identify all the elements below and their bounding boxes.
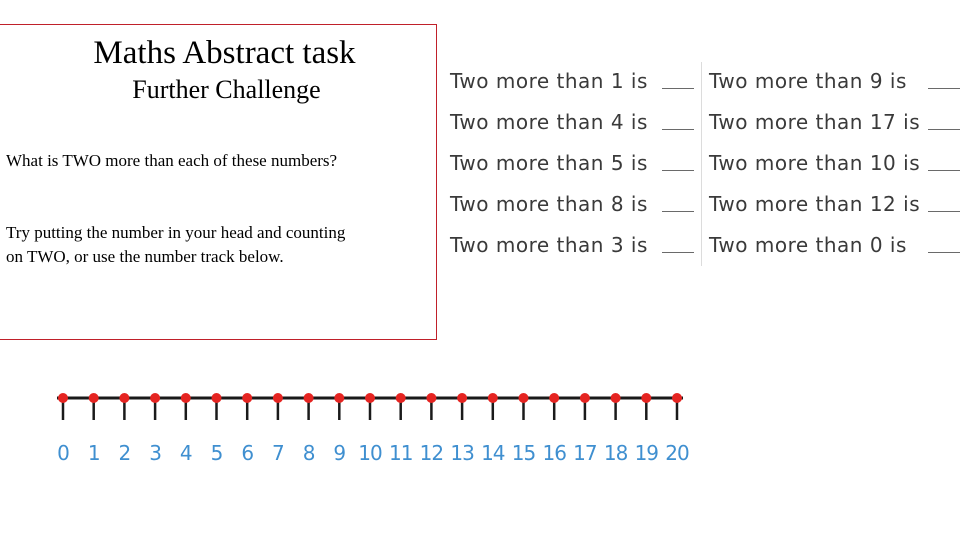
answer-blank[interactable]: [928, 211, 960, 212]
task-hint-text: Try putting the number in your head and …: [6, 223, 346, 266]
question-left: Two more than 3 is: [450, 226, 700, 266]
question-row: Two more than 8 is Two more than 12 is: [450, 185, 960, 225]
answer-blank[interactable]: [662, 129, 694, 130]
track-label: 10: [358, 441, 382, 465]
question-right: Two more than 0 is: [709, 226, 960, 266]
track-label: 14: [481, 441, 505, 465]
question-right: Two more than 12 is: [709, 185, 960, 225]
track-label: 8: [303, 441, 315, 465]
track-dot: [180, 393, 191, 403]
task-text-box: Maths Abstract task Further Challenge Wh…: [0, 24, 437, 340]
track-dot: [641, 393, 652, 403]
track-dot: [119, 393, 130, 403]
track-dot: [672, 393, 682, 403]
track-label: 11: [389, 441, 412, 465]
track-dot: [150, 393, 161, 403]
question-text: Two more than 1 is: [450, 69, 648, 93]
track-label: 7: [272, 441, 284, 465]
question-left: Two more than 4 is: [450, 103, 700, 143]
answer-blank[interactable]: [928, 252, 960, 253]
track-label: 18: [604, 441, 628, 465]
question-right: Two more than 17 is: [709, 103, 960, 143]
track-dot: [211, 393, 222, 403]
track-dot: [88, 393, 99, 403]
track-label: 0: [57, 441, 69, 465]
track-label: 16: [542, 441, 566, 465]
questions-worksheet: Two more than 1 is Two more than 9 is Tw…: [450, 62, 960, 266]
question-text: Two more than 9 is: [709, 69, 907, 93]
track-dot: [365, 393, 375, 403]
track-label: 2: [119, 441, 131, 465]
track-label: 5: [211, 441, 223, 465]
question-text: Two more than 0 is: [709, 233, 907, 257]
question-row: Two more than 3 is Two more than 0 is: [450, 226, 960, 266]
track-dot: [579, 393, 590, 403]
question-text: Two more than 5 is: [450, 151, 648, 175]
track-label: 12: [420, 441, 443, 465]
track-dot: [457, 393, 468, 403]
task-question-text: What is TWO more than each of these numb…: [6, 151, 338, 170]
question-row: Two more than 5 is Two more than 10 is: [450, 144, 960, 184]
answer-blank[interactable]: [928, 88, 960, 89]
track-label: 9: [333, 441, 345, 465]
task-subtitle: Further Challenge: [132, 75, 321, 104]
track-label: 15: [512, 441, 535, 465]
answer-blank[interactable]: [662, 211, 694, 212]
question-text: Two more than 8 is: [450, 192, 648, 216]
question-text: Two more than 3 is: [450, 233, 648, 257]
track-label: 13: [450, 441, 474, 465]
track-dot: [518, 393, 529, 403]
track-dot: [242, 393, 253, 403]
answer-blank[interactable]: [662, 170, 694, 171]
question-left: Two more than 8 is: [450, 185, 700, 225]
track-label: 1: [88, 441, 100, 465]
track-label: 20: [665, 441, 689, 465]
track-label: 6: [241, 441, 253, 465]
track-dot: [549, 393, 560, 403]
answer-blank[interactable]: [928, 170, 960, 171]
track-dot: [487, 393, 498, 403]
track-label: 17: [573, 441, 597, 465]
question-left: Two more than 5 is: [450, 144, 700, 184]
answer-blank[interactable]: [662, 88, 694, 89]
track-label: 19: [635, 441, 659, 465]
task-title: Maths Abstract task: [93, 35, 356, 71]
track-dot: [272, 393, 283, 403]
track-dot: [58, 393, 68, 403]
question-left: Two more than 1 is: [450, 62, 700, 102]
track-dot: [303, 393, 314, 403]
track-dot: [334, 393, 345, 403]
question-right: Two more than 10 is: [709, 144, 960, 184]
question-text: Two more than 10 is: [709, 151, 921, 175]
question-text: Two more than 12 is: [709, 192, 921, 216]
question-row: Two more than 1 is Two more than 9 is: [450, 62, 960, 102]
question-text: Two more than 4 is: [450, 110, 648, 134]
question-row: Two more than 4 is Two more than 17 is: [450, 103, 960, 143]
track-label: 4: [180, 441, 192, 465]
question-right: Two more than 9 is: [709, 62, 960, 102]
column-divider: [701, 62, 702, 266]
answer-blank[interactable]: [928, 129, 960, 130]
question-text: Two more than 17 is: [709, 110, 921, 134]
track-dot: [610, 393, 621, 403]
track-dot: [395, 393, 406, 403]
answer-blank[interactable]: [662, 252, 694, 253]
track-label: 3: [149, 441, 161, 465]
track-dot: [426, 393, 437, 403]
